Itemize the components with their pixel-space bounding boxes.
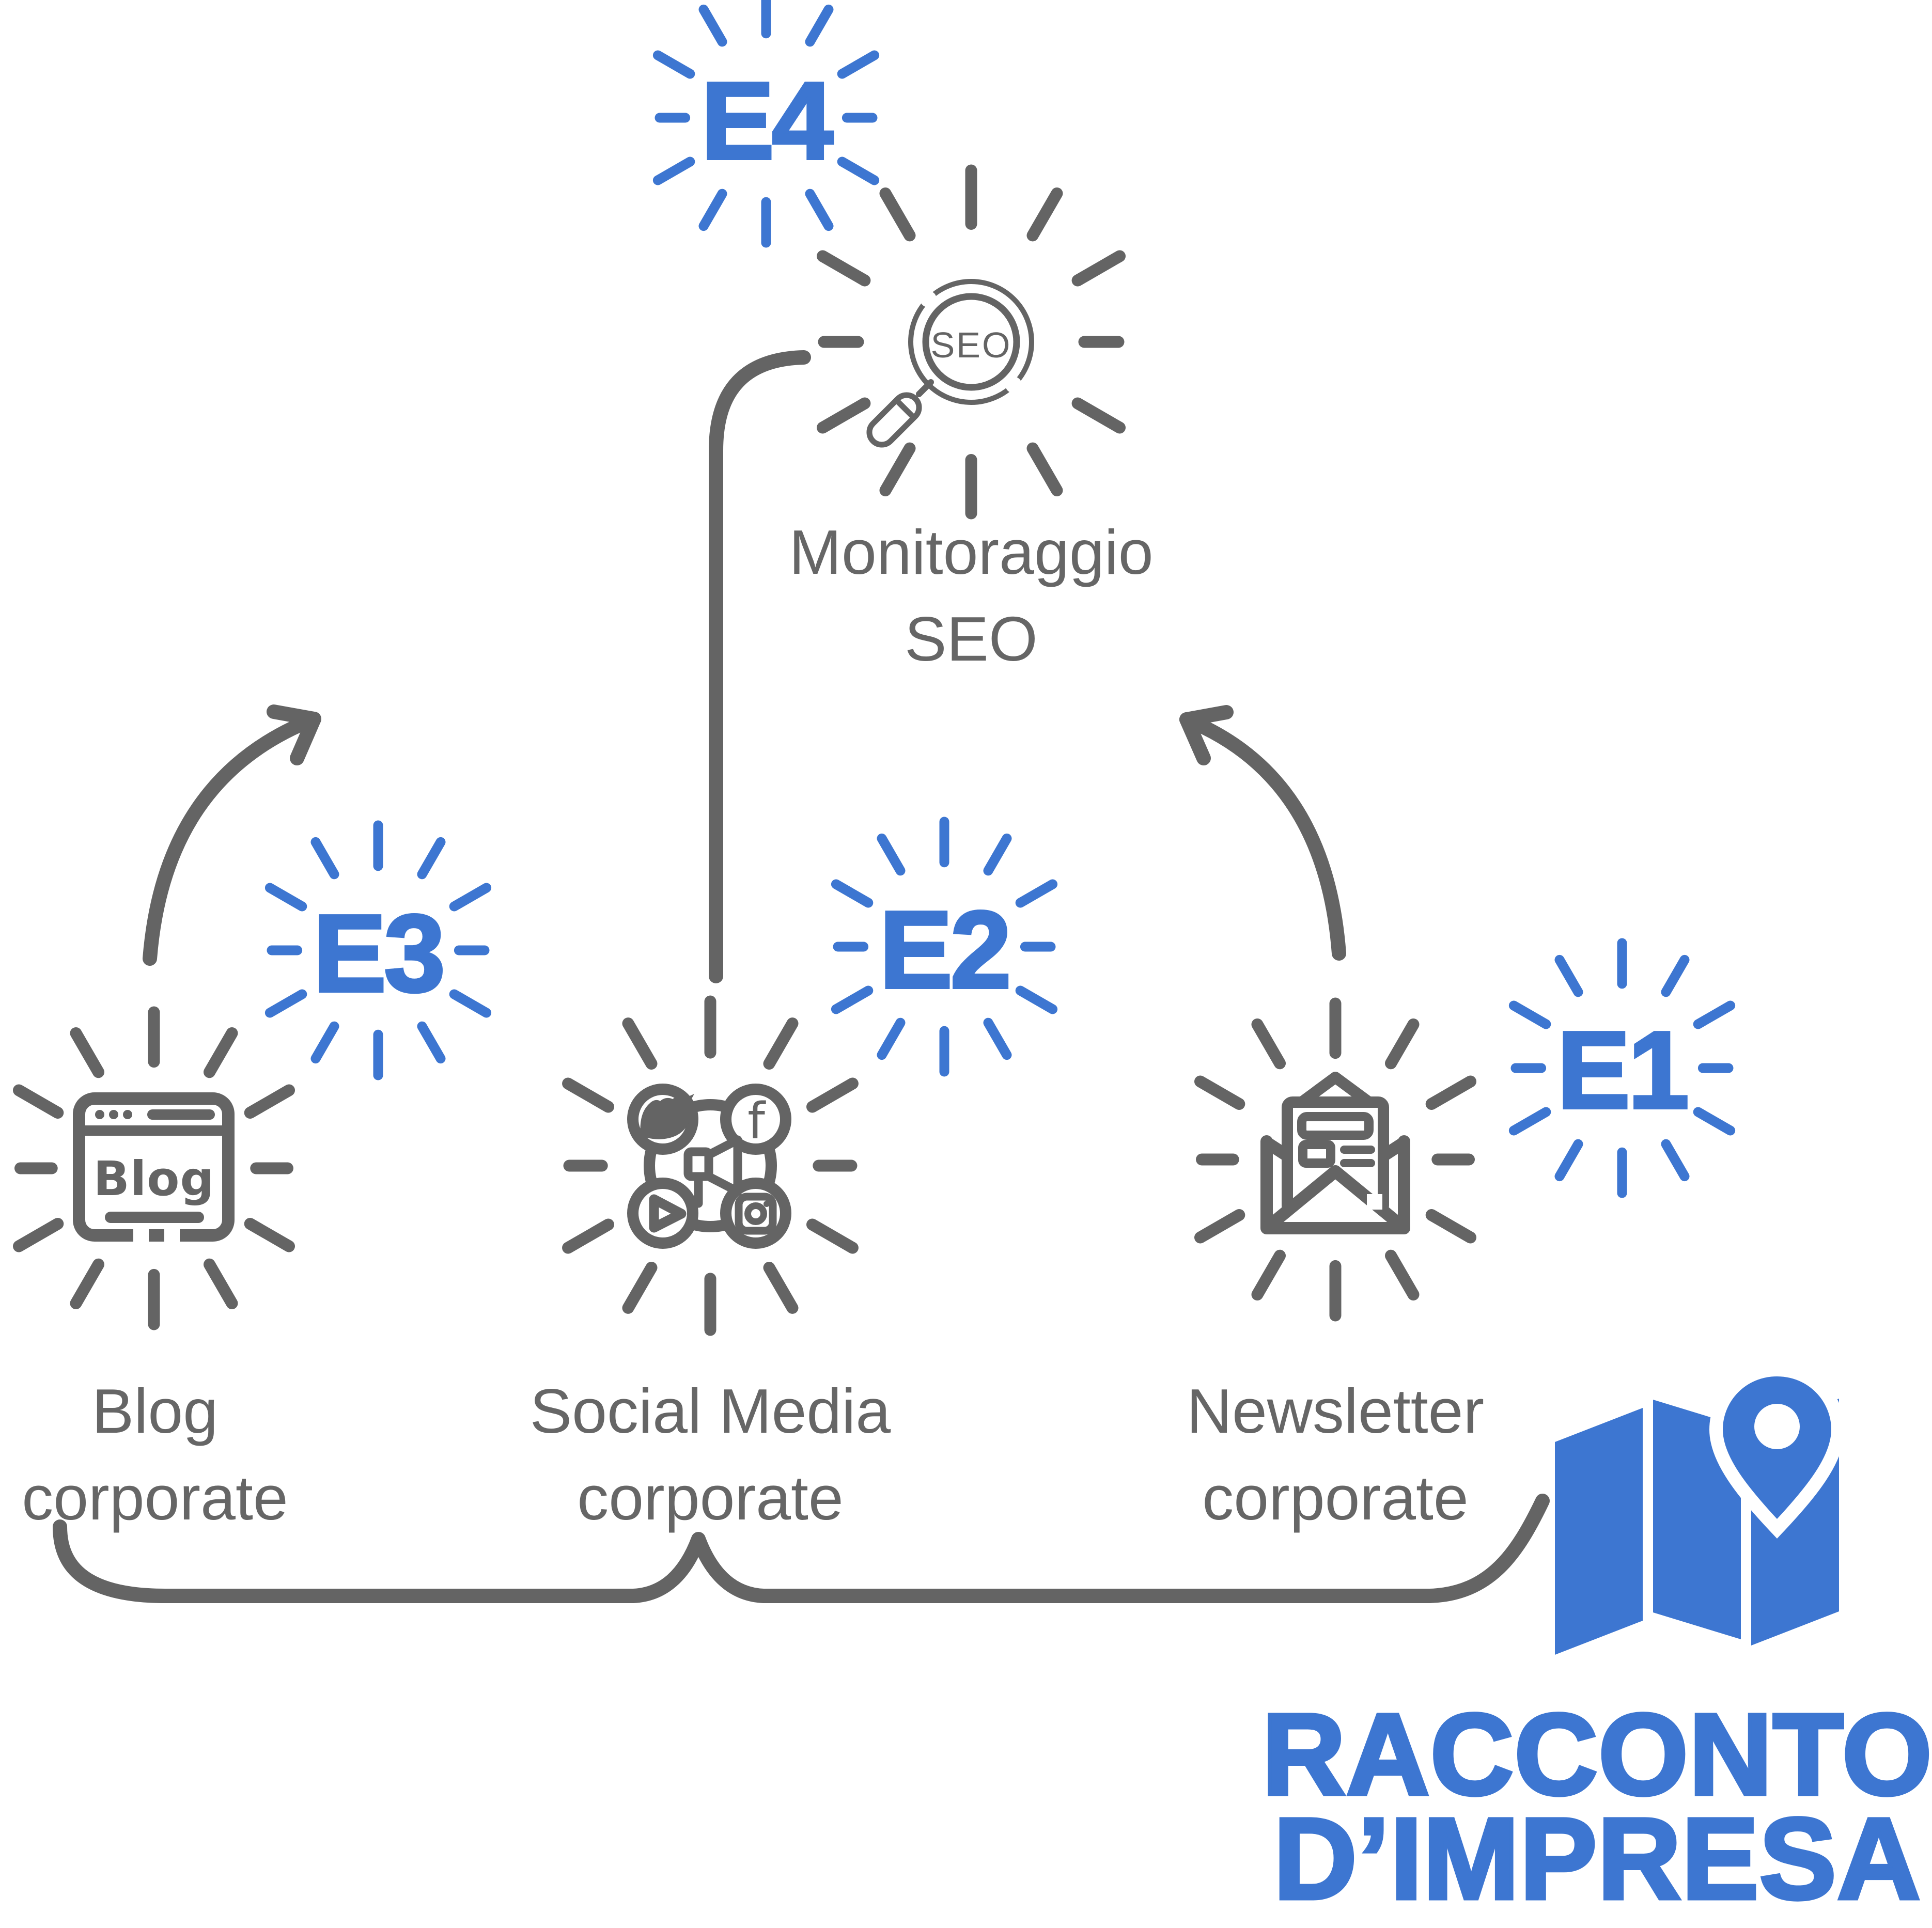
starburst-badge-e3 [264, 820, 492, 1080]
starburst-badge-e1 [1508, 938, 1736, 1198]
label-line: Newsletter [1186, 1376, 1485, 1446]
seo-magnifier-icon: SEO [866, 279, 1034, 448]
blog-icon-text: Blog [94, 1151, 215, 1206]
label-line: corporate [22, 1463, 288, 1533]
label-line: corporate [577, 1463, 844, 1533]
facebook-circle-icon [720, 1084, 791, 1155]
starburst-blog-icon [13, 1006, 295, 1330]
label-newsletter-corporate: Newsletter corporate [1187, 1368, 1484, 1541]
logo-line-racconto: RACCONTO [1260, 1690, 1932, 1819]
label-blog-corporate: Blog corporate [22, 1368, 288, 1541]
label-monitoraggio-seo: Monitoraggio SEO [789, 509, 1153, 682]
play-triangle-icon [649, 1194, 687, 1233]
label-line: corporate [1202, 1463, 1469, 1533]
label-social-media-corporate: Social Media corporate [530, 1368, 891, 1541]
label-line: Blog [91, 1376, 219, 1446]
newsletter-envelope-icon [1260, 1072, 1410, 1234]
label-line: SEO [905, 604, 1038, 674]
badge-e2: E2 [878, 888, 1012, 1011]
badge-e4: E4 [699, 59, 834, 182]
connector-bottom-brace [53, 1494, 1550, 1603]
blog-browser-icon: Blog [73, 1092, 235, 1245]
connector-social-to-seo [709, 350, 811, 983]
starburst-social-icon [562, 995, 859, 1336]
starburst-badge-e2 [831, 817, 1058, 1077]
instagram-glyph-icon [735, 1193, 777, 1235]
logo-wordmark: RACCONTO D’IMPRESA [1260, 1690, 1932, 1923]
label-line: Social Media [529, 1376, 891, 1446]
starburst-seo-icon [817, 164, 1126, 520]
twitter-bird-icon [640, 1094, 698, 1139]
badge-e3: E3 [311, 892, 446, 1014]
facebook-f-glyph: f [747, 1092, 766, 1150]
megaphone-icon [683, 1135, 742, 1208]
logo-line-dimpresa: D’IMPRESA [1272, 1794, 1923, 1923]
logo-map-icon [1555, 1362, 1845, 1655]
arrow-blog-to-seo [143, 704, 321, 966]
starburst-badge-e4 [652, 0, 880, 248]
starburst-newsletter-icon [1194, 997, 1476, 1322]
social-media-icon: f [627, 1084, 791, 1249]
arrow-newsletter-to-seo [1179, 705, 1346, 961]
label-line: Monitoraggio [789, 517, 1154, 587]
badge-e1: E1 [1555, 1009, 1690, 1131]
play-circle-icon [627, 1178, 698, 1249]
seo-icon-text: SEO [931, 325, 1012, 365]
